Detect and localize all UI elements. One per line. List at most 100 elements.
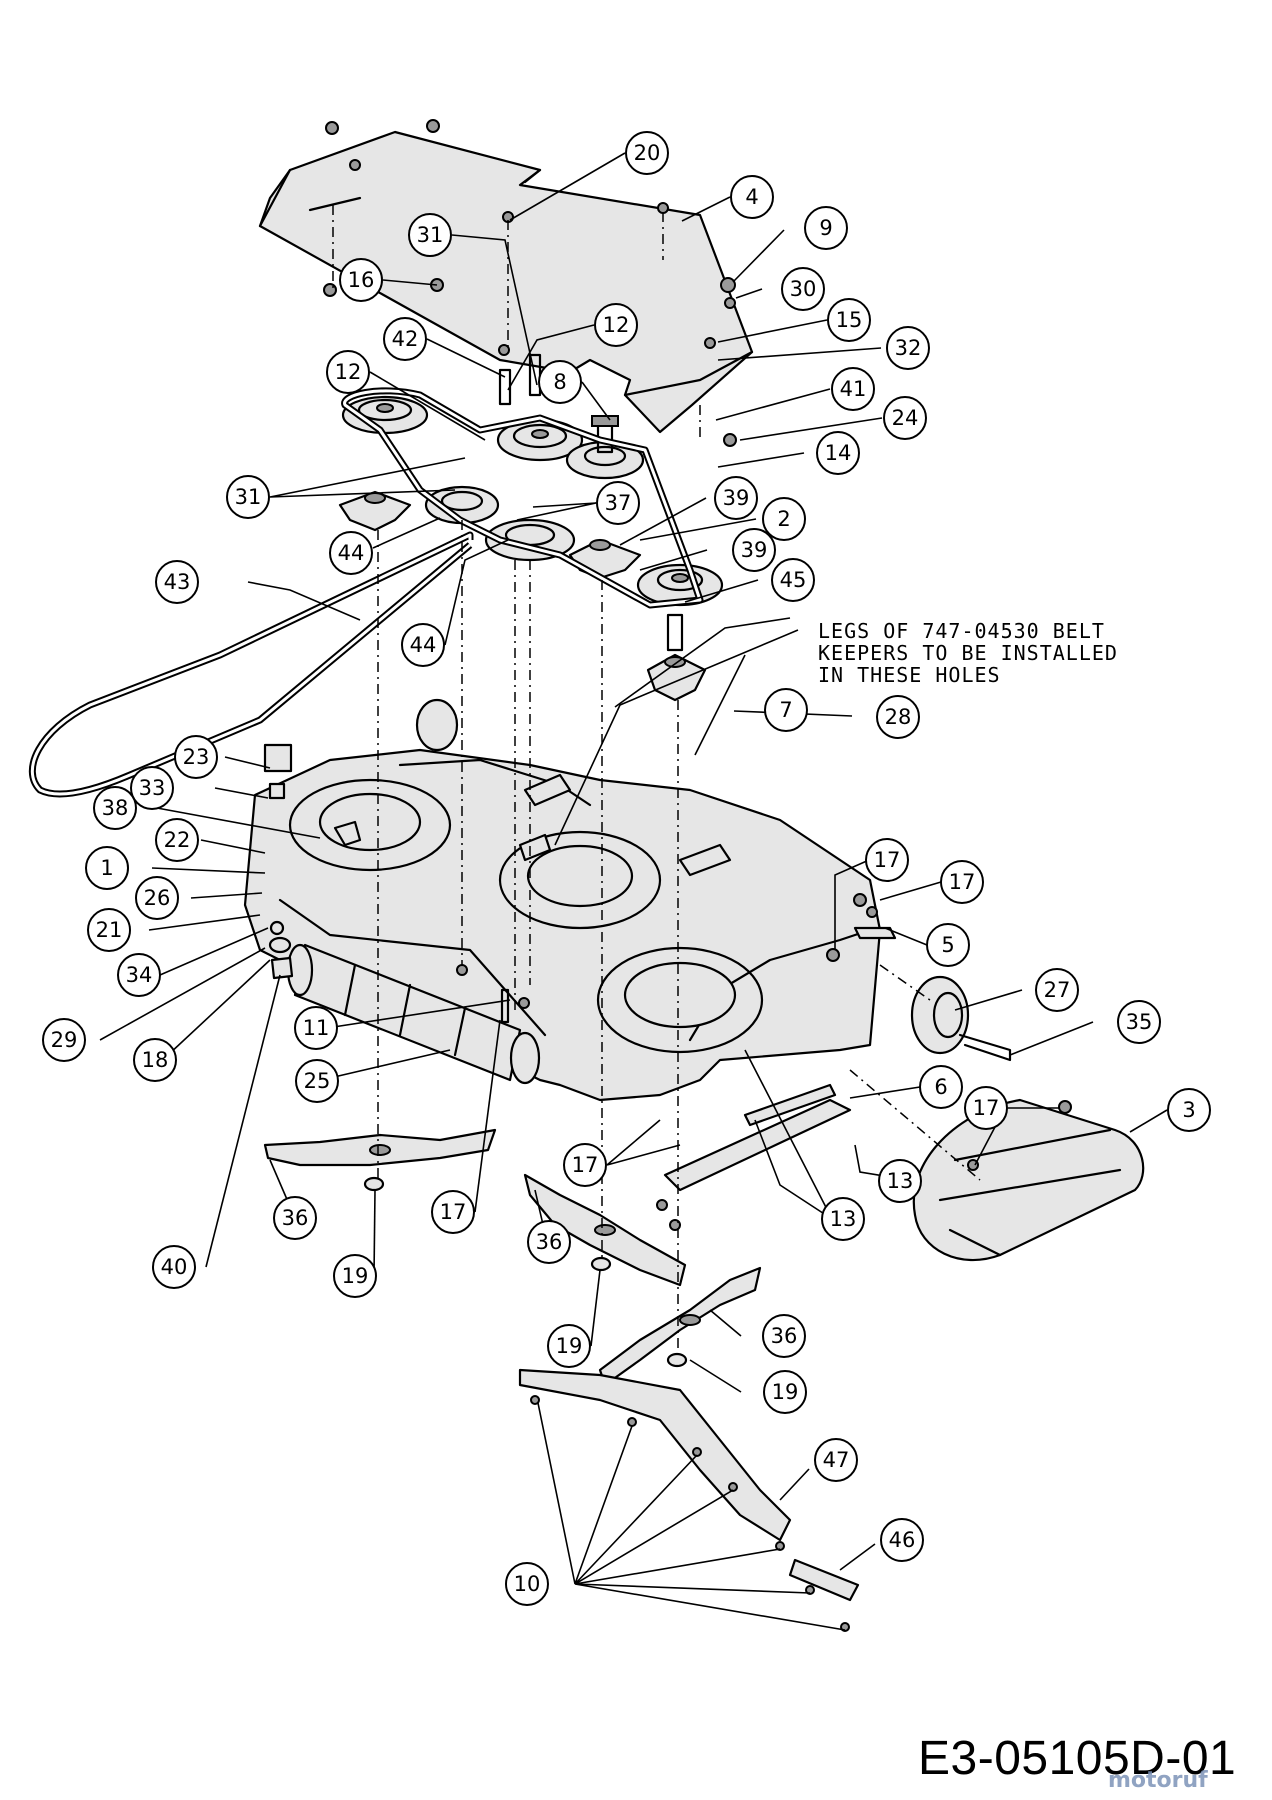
callout-17-e: 17	[431, 1190, 475, 1234]
discharge-chute-3	[912, 1098, 1145, 1262]
svg-text:8: 8	[553, 370, 566, 394]
baffle-46	[788, 1558, 860, 1602]
svg-text:3: 3	[1182, 1098, 1195, 1122]
deck-left-hardware	[263, 743, 530, 1024]
belt-keeper-note: LEGS OF 747-04530 BELT KEEPERS TO BE INS…	[818, 620, 1118, 686]
svg-text:31: 31	[417, 223, 444, 247]
drawing-number: E3-05105D-01	[918, 1732, 1237, 1785]
callout-41: 41	[831, 367, 875, 411]
callout-31-left: 31	[226, 475, 270, 519]
callout-7: 7	[764, 688, 808, 732]
callout-6: 6	[919, 1065, 963, 1109]
callout-44-left: 44	[329, 531, 373, 575]
callout-10: 10	[505, 1562, 549, 1606]
callout-12-left: 12	[326, 350, 370, 394]
callout-2: 2	[762, 497, 806, 541]
callouts: 20 4 9 30 15 32 41 24 14 31 16 12 42 8 1…	[42, 131, 1211, 1606]
callout-35: 35	[1117, 1000, 1161, 1044]
svg-text:29: 29	[51, 1028, 78, 1052]
deck-belt	[341, 387, 704, 609]
spindle-center	[568, 538, 642, 580]
callout-22: 22	[155, 818, 199, 862]
callout-25: 25	[295, 1059, 339, 1103]
callout-46: 46	[880, 1518, 924, 1562]
callout-19-center: 19	[547, 1324, 591, 1368]
mower-deck	[243, 698, 882, 1102]
callout-29: 29	[42, 1018, 86, 1062]
callout-37: 37	[596, 481, 640, 525]
callout-24: 24	[883, 396, 927, 440]
callout-36-left: 36	[273, 1196, 317, 1240]
drive-belt-43	[28, 531, 474, 798]
svg-text:19: 19	[342, 1264, 369, 1288]
svg-text:25: 25	[304, 1069, 331, 1093]
callout-1: 1	[85, 846, 129, 890]
svg-text:45: 45	[780, 568, 807, 592]
svg-text:36: 36	[771, 1324, 798, 1348]
pulley-left	[341, 395, 429, 435]
callout-11: 11	[294, 1006, 338, 1050]
svg-text:34: 34	[126, 963, 153, 987]
svg-text:32: 32	[895, 336, 922, 360]
svg-text:40: 40	[161, 1255, 188, 1279]
blade-nuts-19	[363, 1176, 688, 1368]
svg-text:17: 17	[973, 1096, 1000, 1120]
callout-16: 16	[339, 258, 383, 302]
svg-text:33: 33	[139, 776, 166, 800]
svg-text:41: 41	[840, 377, 867, 401]
callout-32: 32	[886, 326, 930, 370]
svg-text:11: 11	[303, 1016, 330, 1040]
svg-text:13: 13	[830, 1207, 857, 1231]
baffle-47	[518, 1368, 792, 1542]
svg-text:42: 42	[392, 327, 419, 351]
callout-34: 34	[117, 953, 161, 997]
svg-text:46: 46	[889, 1528, 916, 1552]
callout-36-center: 36	[527, 1220, 571, 1264]
baffle-screws-10	[530, 1395, 850, 1632]
callout-9: 9	[804, 206, 848, 250]
gauge-wheel-27	[910, 975, 1012, 1062]
callout-5: 5	[926, 923, 970, 967]
belt-cover	[258, 130, 754, 434]
callout-27: 27	[1035, 968, 1079, 1012]
callout-38: 38	[93, 786, 137, 830]
svg-text:22: 22	[164, 828, 191, 852]
svg-text:14: 14	[825, 441, 852, 465]
svg-text:17: 17	[440, 1200, 467, 1224]
svg-text:44: 44	[338, 541, 365, 565]
svg-text:38: 38	[102, 796, 129, 820]
spindle-left	[338, 490, 412, 532]
svg-text:36: 36	[282, 1206, 309, 1230]
svg-text:43: 43	[164, 570, 191, 594]
svg-text:1: 1	[100, 856, 113, 880]
svg-text:17: 17	[874, 848, 901, 872]
svg-text:13: 13	[887, 1169, 914, 1193]
svg-text:26: 26	[144, 886, 171, 910]
callout-17-d: 17	[563, 1143, 607, 1187]
svg-text:7: 7	[779, 698, 792, 722]
callout-8: 8	[538, 360, 582, 404]
note-line-3: IN THESE HOLES	[818, 663, 1001, 687]
bracket-5	[826, 893, 897, 962]
callout-33: 33	[130, 766, 174, 810]
callout-18: 18	[133, 1038, 177, 1082]
callout-42: 42	[383, 317, 427, 361]
svg-text:20: 20	[634, 141, 661, 165]
svg-text:27: 27	[1044, 978, 1071, 1002]
callout-4: 4	[730, 175, 774, 219]
watermark-logo: motoruf	[1108, 1768, 1208, 1793]
blade-right-36	[598, 1266, 762, 1387]
svg-text:30: 30	[790, 277, 817, 301]
note-line-2: KEEPERS TO BE INSTALLED	[818, 641, 1118, 665]
callout-43: 43	[155, 560, 199, 604]
callout-47: 47	[814, 1438, 858, 1482]
callout-39-bottom: 39	[732, 528, 776, 572]
svg-text:15: 15	[836, 308, 863, 332]
blade-left-36	[263, 1128, 497, 1167]
callout-40: 40	[152, 1245, 196, 1289]
callout-23: 23	[174, 735, 218, 779]
callout-26: 26	[135, 876, 179, 920]
svg-text:28: 28	[885, 705, 912, 729]
callout-30: 30	[781, 267, 825, 311]
